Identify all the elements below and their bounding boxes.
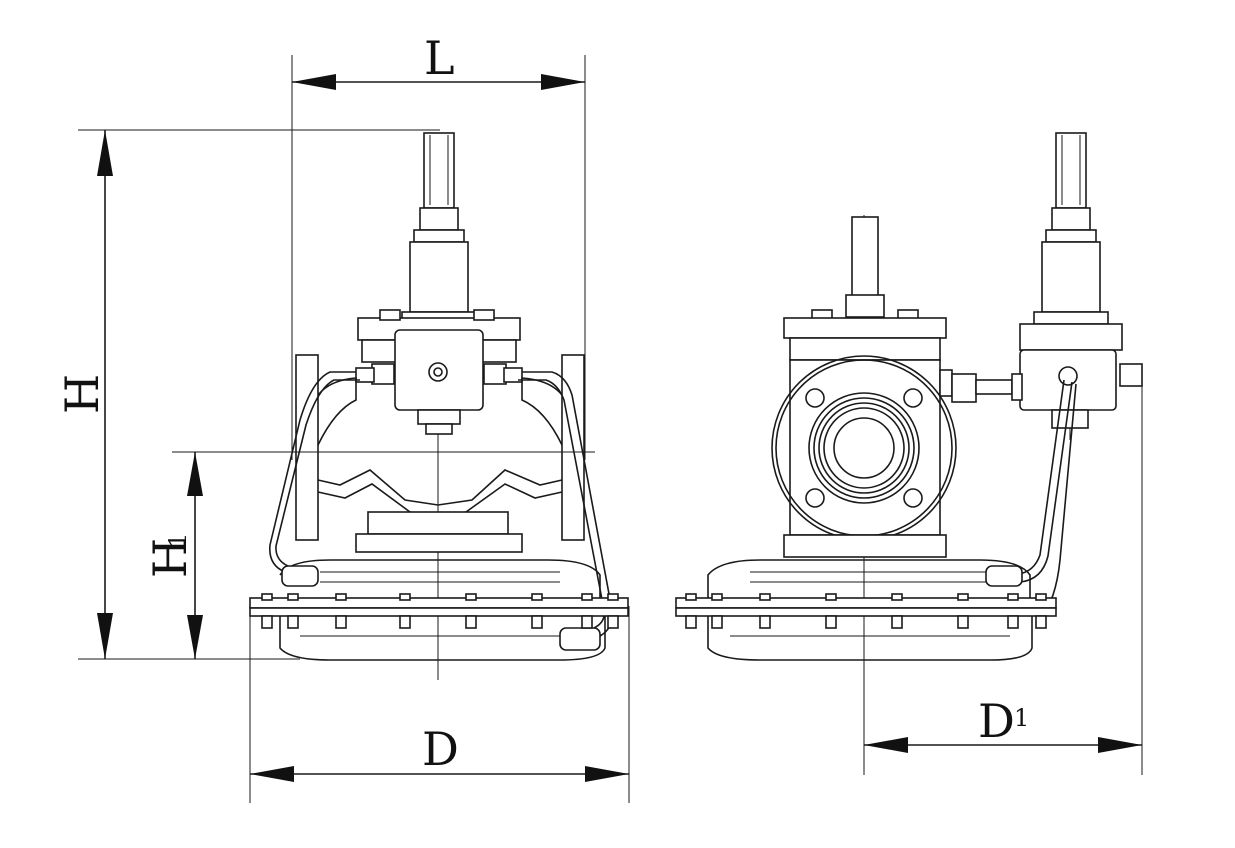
dimension-D: D — [249, 606, 630, 803]
dim-label-D1-subscript: 1 — [1014, 704, 1029, 732]
flange-bolts-side — [685, 593, 1047, 629]
dimension-H1: H 1 — [143, 451, 595, 659]
dim-label-H: H — [55, 374, 109, 414]
front-view — [249, 132, 629, 680]
side-view — [675, 132, 1143, 775]
dimension-D1: D 1 — [864, 372, 1143, 775]
dim-label-D: D — [422, 722, 459, 776]
dim-label-D1: D — [978, 694, 1015, 748]
dim-label-H1: H — [143, 538, 197, 578]
dimension-L: L — [291, 31, 586, 460]
dim-label-H1-subscript: 1 — [164, 533, 192, 548]
dimension-H: H — [55, 129, 440, 660]
flange-bolts-front — [261, 593, 619, 629]
dim-label-L: L — [424, 31, 455, 85]
